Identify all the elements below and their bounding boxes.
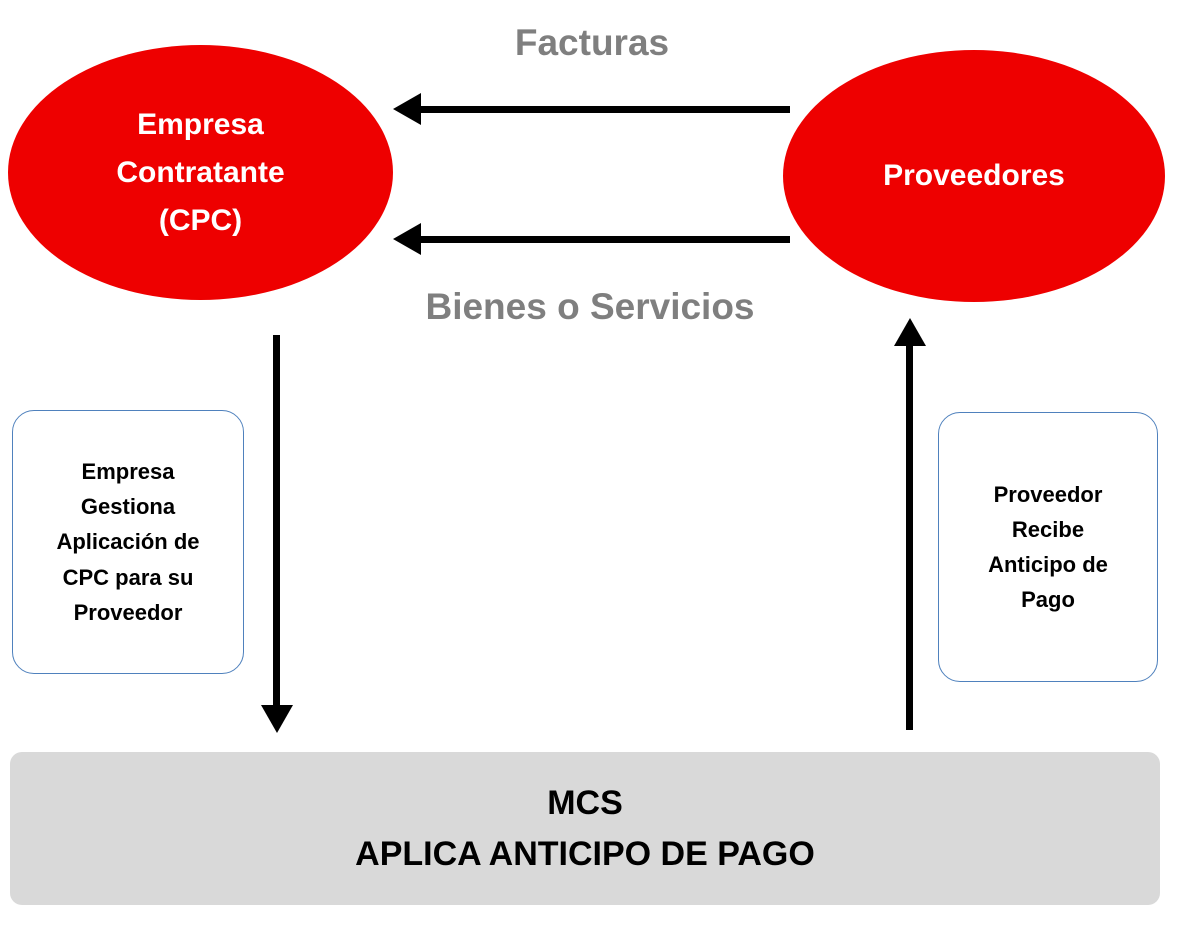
node-empresa-contratante-label: Empresa Contratante (CPC) (116, 107, 285, 237)
box-proveedor-recibe: Proveedor Recibe Anticipo de Pago (938, 412, 1158, 682)
arrow-bienes-servicios-left-arrowhead-icon (393, 223, 421, 255)
arrow-empresa-to-mcs-shaft (273, 335, 280, 707)
node-proveedores-label: Proveedores (883, 159, 1065, 192)
arrow-mcs-to-proveedor-shaft (906, 346, 913, 730)
arrow-facturas-left-arrowhead-icon (393, 93, 421, 125)
bienes-servicios-label: Bienes o Servicios (425, 286, 755, 327)
arrow-facturas-shaft (418, 106, 790, 113)
arrow-bienes-servicios-shaft (418, 236, 790, 243)
box-empresa-gestiona: Empresa Gestiona Aplicación de CPC para … (12, 410, 244, 674)
arrow-mcs-to-proveedor-up-arrowhead-icon (894, 318, 926, 346)
box-empresa-gestiona-label: Empresa Gestiona Aplicación de CPC para … (56, 459, 200, 625)
node-proveedores: Proveedores (783, 50, 1165, 302)
facturas-label: Facturas (514, 22, 670, 63)
mcs-box-title: MCS (547, 783, 623, 822)
box-proveedor-recibe-label: Proveedor Recibe Anticipo de Pago (988, 481, 1108, 613)
mcs-box: MCS APLICA ANTICIPO DE PAGO (10, 752, 1160, 905)
node-empresa-contratante: Empresa Contratante (CPC) (8, 45, 393, 300)
arrow-empresa-to-mcs-down-arrowhead-icon (261, 705, 293, 733)
mcs-box-subtitle: APLICA ANTICIPO DE PAGO (355, 834, 815, 873)
